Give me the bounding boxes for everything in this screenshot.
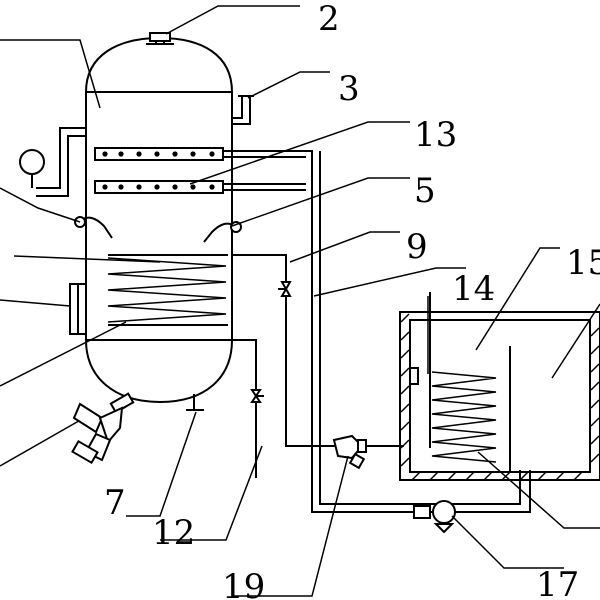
label-17: 17 xyxy=(536,565,579,600)
transfer-line xyxy=(232,254,336,447)
pressure-gauge-icon xyxy=(19,149,45,175)
bottom-drain-valve xyxy=(71,392,135,465)
label-leaders xyxy=(126,5,600,597)
label-19: 19 xyxy=(222,567,265,600)
spray-header-upper xyxy=(94,147,224,161)
label-13: 13 xyxy=(414,115,457,155)
left-leader-lines xyxy=(0,39,161,467)
storage-tank xyxy=(399,292,600,481)
baffle-left xyxy=(74,216,113,239)
label-7: 7 xyxy=(104,483,126,523)
sight-glass xyxy=(69,283,86,335)
label-12: 12 xyxy=(152,513,195,553)
label-9: 9 xyxy=(406,227,428,267)
drain-line-12 xyxy=(232,339,264,478)
label-14: 14 xyxy=(452,269,495,309)
top-nozzle xyxy=(146,32,174,45)
number-labels: 2 3 13 5 9 14 15 7 12 19 17 xyxy=(104,0,600,600)
label-3: 3 xyxy=(338,69,360,109)
pressure-gauge-line xyxy=(19,127,86,197)
three-way-valve-19 xyxy=(332,434,404,470)
spray-header-lower xyxy=(94,180,224,194)
pump-17 xyxy=(413,500,456,534)
main-vessel xyxy=(85,36,233,404)
bottom-nozzle xyxy=(186,394,204,411)
label-15: 15 xyxy=(566,243,600,283)
vessel-heating-coil xyxy=(107,254,228,326)
label-5: 5 xyxy=(414,171,436,211)
label-2: 2 xyxy=(318,0,340,39)
vent-outlet xyxy=(232,95,254,125)
